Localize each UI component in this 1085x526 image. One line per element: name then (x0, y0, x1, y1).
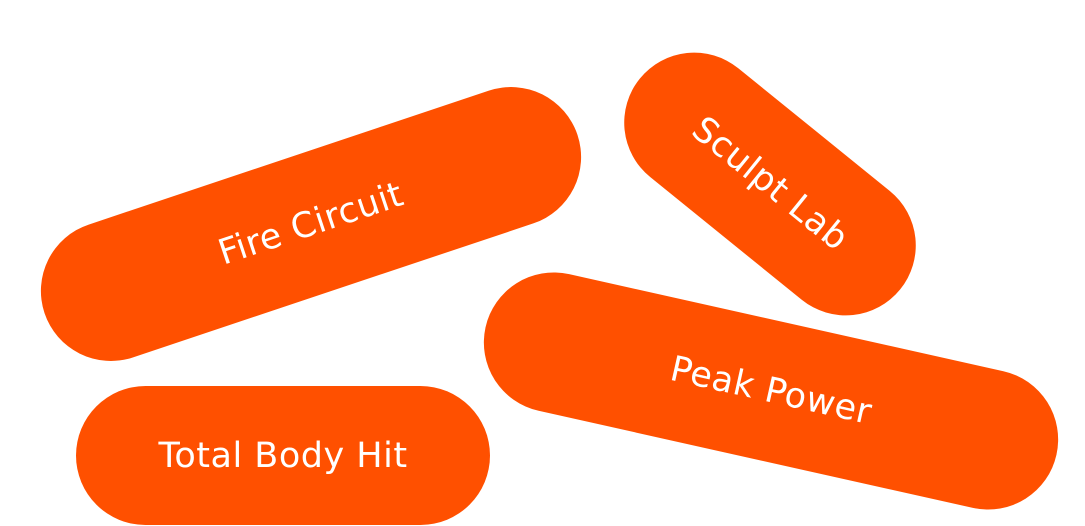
tag-label: Sculpt Lab (684, 109, 856, 259)
tag-label: Total Body Hit (158, 435, 408, 476)
tag-label: Peak Power (666, 349, 876, 433)
tag-peak-power[interactable]: Peak Power (470, 258, 1072, 524)
tag-total-body-hit[interactable]: Total Body Hit (76, 386, 490, 525)
tag-label: Fire Circuit (213, 174, 409, 274)
